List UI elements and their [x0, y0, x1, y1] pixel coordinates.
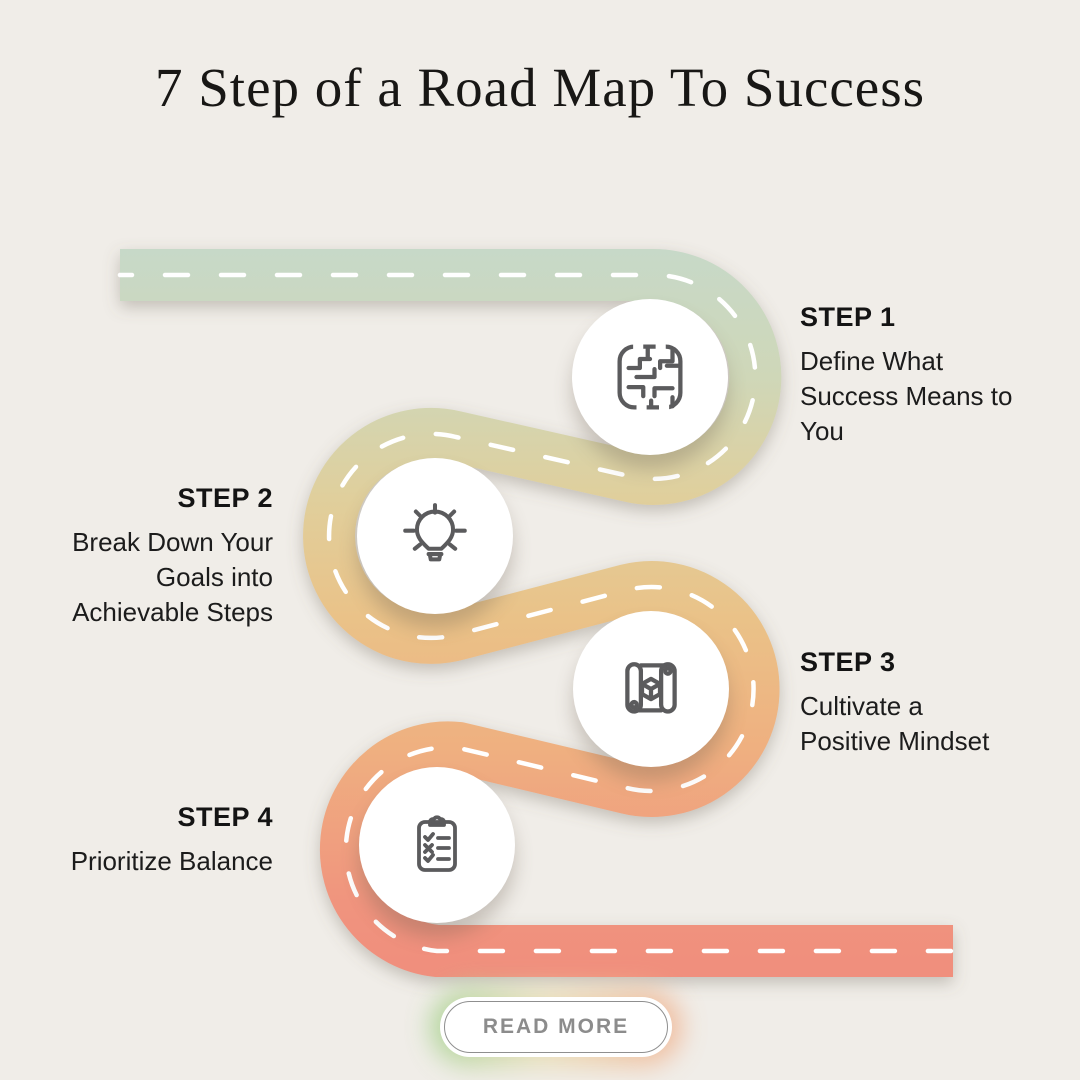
step-2-label: STEP 2 — [177, 483, 273, 513]
scroll-map-icon — [625, 662, 677, 714]
read-more-button[interactable]: READ MORE — [440, 997, 672, 1057]
step-3-label: STEP 3 — [800, 647, 896, 677]
step-4-text-block: STEP 4 Prioritize Balance — [0, 802, 273, 879]
lightbulb-icon — [403, 503, 467, 562]
checklist-clipboard-icon — [417, 815, 457, 872]
page-title: 7 Step of a Road Map To Success — [154, 57, 926, 118]
step-3-circle — [573, 611, 729, 767]
step-4-circle — [359, 767, 515, 923]
step-1-text-block: STEP 1 Define What Success Means to You — [800, 302, 1040, 449]
maze-icon — [617, 343, 683, 411]
step-3-description: Cultivate a Positive Mindset — [800, 691, 990, 756]
step-4-label: STEP 4 — [177, 802, 273, 832]
step-1-circle — [572, 299, 728, 455]
step-1-label: STEP 1 — [800, 302, 896, 332]
step-2-description: Break Down Your Goals into Achievable St… — [72, 527, 273, 627]
step-2-text-block: STEP 2 Break Down Your Goals into Achiev… — [43, 483, 273, 630]
step-2-circle — [357, 458, 513, 614]
read-more-button-glow: READ MORE — [440, 997, 672, 1057]
road-center-dashes — [117, 272, 956, 954]
step-4-description: Prioritize Balance — [70, 846, 273, 876]
step-3-text-block: STEP 3 Cultivate a Positive Mindset — [800, 647, 1015, 759]
step-1-description: Define What Success Means to You — [800, 346, 1013, 446]
read-more-label: READ MORE — [444, 1001, 668, 1053]
